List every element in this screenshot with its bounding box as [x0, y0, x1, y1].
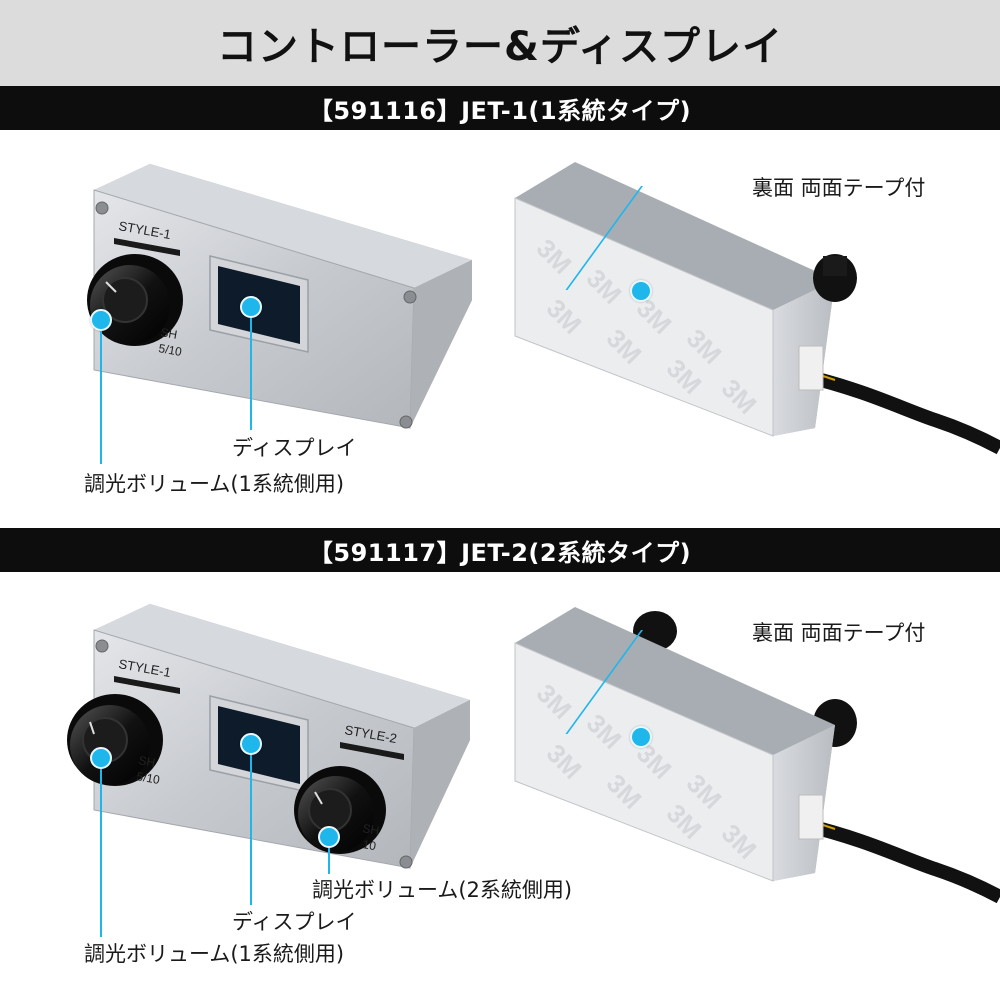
jet2-knob2-label-b: 10 [361, 837, 377, 853]
callout-dot-display-2 [240, 733, 262, 755]
callout-line-knob-2 [328, 848, 330, 874]
jet2-knob1-label-a: SH [137, 753, 156, 770]
callout-line-display-2 [250, 755, 252, 905]
callout-knob-1b: 調光ボリューム(1系統側用) [84, 942, 345, 966]
callout-line-knob-1 [100, 331, 102, 464]
callout-display-1: ディスプレイ [232, 436, 357, 460]
jet2-knob1-label-b: 5/10 [135, 769, 161, 787]
knob-label-a: SH [159, 325, 178, 342]
callout-line-display-1 [250, 318, 252, 430]
jet1-back-device: 3M 3M 3M 3M 3M 3M 3M 3M [514, 162, 1000, 455]
jet2-knob2-label-a: SH [361, 821, 380, 838]
section-2-heading: 【591117】JET-2(2系統タイプ) [308, 538, 692, 567]
callout-display-2: ディスプレイ [232, 910, 357, 934]
callout-dot-tape-1 [630, 280, 652, 302]
callout-knob-1: 調光ボリューム(1系統側用) [84, 472, 345, 496]
section-2-heading-bar: 【591117】JET-2(2系統タイプ) [0, 528, 1000, 572]
knob-label-b: 5/10 [157, 341, 183, 359]
callout-tape-1: 裏面 両面テープ付 [752, 176, 926, 200]
callout-dot-knob-1 [90, 309, 112, 331]
jet1-front-device: STYLE-1 SH 5/10 [87, 164, 472, 429]
callout-dot-display-1 [240, 296, 262, 318]
section-1-heading: 【591116】JET-1(1系統タイプ) [308, 96, 692, 125]
callout-knob-2: 調光ボリューム(2系統側用) [312, 878, 573, 902]
section-1-heading-bar: 【591116】JET-1(1系統タイプ) [0, 86, 1000, 130]
callout-dot-knob-1b [90, 747, 112, 769]
jet2-front-device: STYLE-1 STYLE-2 SH 5/10 SH 10 [67, 604, 470, 869]
page-title: コントローラー&ディスプレイ [216, 24, 784, 70]
jet2-back-device: 3M 3M 3M 3M 3M 3M 3M 3M [514, 607, 1000, 904]
callout-tape-2: 裏面 両面テープ付 [752, 621, 926, 645]
callout-dot-knob-2 [318, 826, 340, 848]
callout-dot-tape-2 [630, 726, 652, 748]
callout-line-knob-1b [100, 769, 102, 937]
title-bar: コントローラー&ディスプレイ [0, 0, 1000, 86]
